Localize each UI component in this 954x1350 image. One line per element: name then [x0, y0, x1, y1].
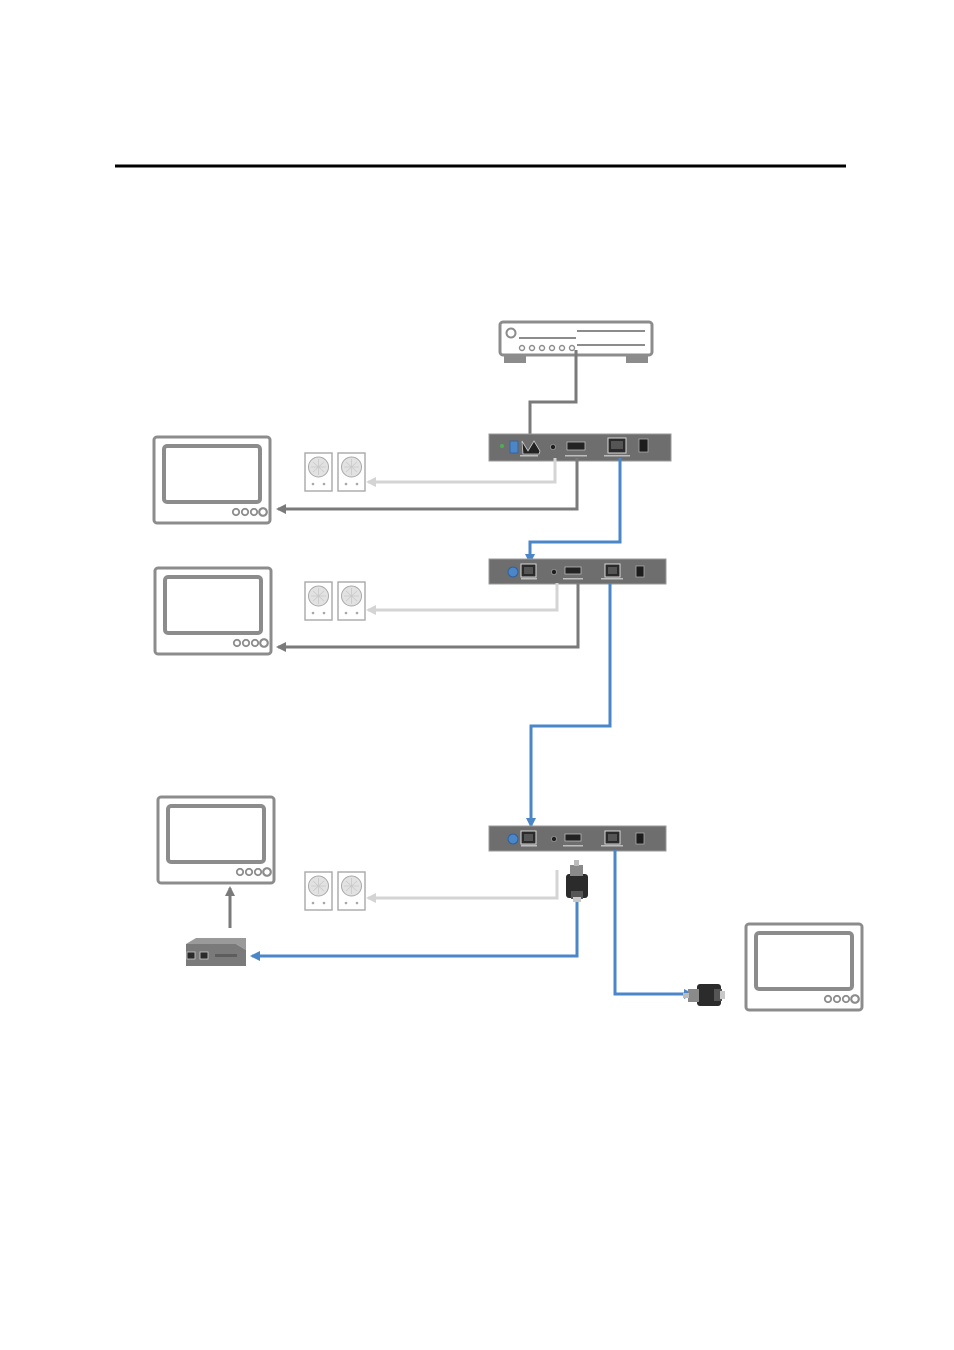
source-hdmi-cable	[530, 350, 576, 436]
audio-cable-3	[368, 870, 557, 898]
hdmi-extender-receiver	[489, 826, 666, 851]
audio-cable-2	[368, 583, 557, 610]
monitor-icon	[155, 568, 271, 654]
network-cable-2	[531, 583, 610, 826]
monitor-icon	[746, 924, 862, 1010]
audio-cable-1	[368, 458, 555, 482]
media-converter-icon	[186, 938, 246, 966]
speaker-pair-icon	[305, 582, 365, 620]
monitor-icon	[158, 797, 274, 883]
network-cable-3	[252, 902, 577, 956]
hdmi-extender-transmitter	[489, 434, 671, 461]
rj45-adapter-icon	[683, 984, 725, 1006]
rj45-adapter-icon	[566, 860, 588, 902]
speaker-pair-icon	[305, 453, 365, 491]
speaker-pair-icon	[305, 872, 365, 910]
hdmi-extender-receiver	[489, 559, 666, 584]
monitor-icon	[154, 437, 270, 523]
network-cable-4	[615, 850, 692, 994]
